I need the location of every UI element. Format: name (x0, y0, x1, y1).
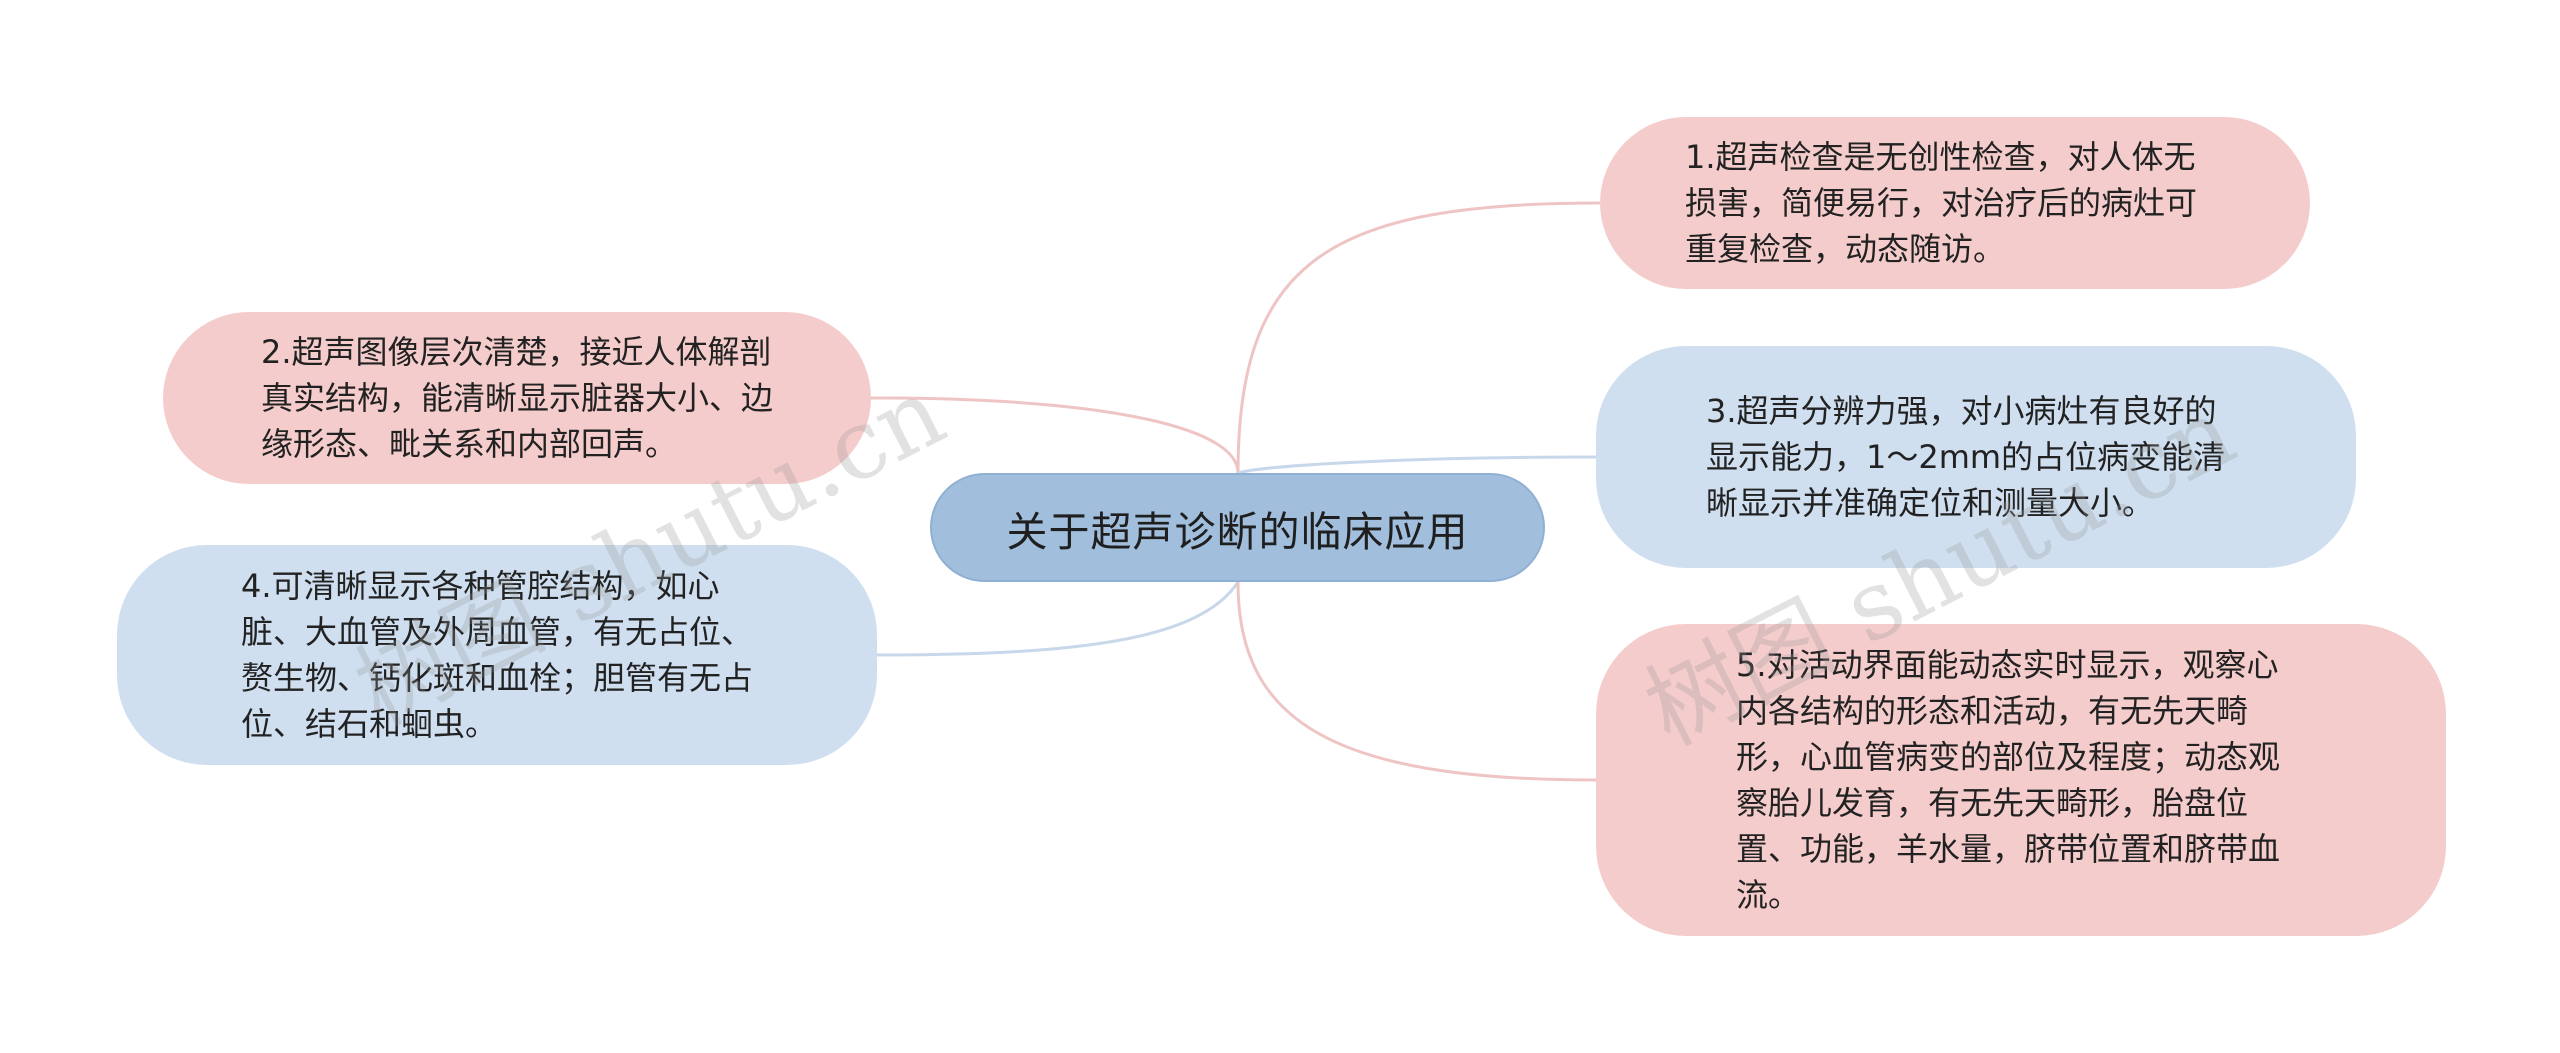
topic-2[interactable]: 2.超声图像层次清楚，接近人体解剖真实结构，能清晰显示脏器大小、边缘形态、毗关系… (163, 312, 871, 484)
topic-4[interactable]: 4.可清晰显示各种管腔结构，如心脏、大血管及外周血管，有无占位、赘生物、钙化斑和… (117, 545, 877, 765)
topic-4-label: 4.可清晰显示各种管腔结构，如心脏、大血管及外周血管，有无占位、赘生物、钙化斑和… (241, 567, 754, 743)
connector-root-to-topic-3 (1237, 455, 1597, 475)
topic-1-label: 1.超声检查是无创性检查，对人体无损害，简便易行，对治疗后的病灶可重复检查，动态… (1685, 138, 2198, 268)
connector-root-to-topic-5 (1236, 581, 1597, 782)
connector-root-to-topic-1 (1236, 201, 1601, 474)
topic-1[interactable]: 1.超声检查是无创性检查，对人体无损害，简便易行，对治疗后的病灶可重复检查，动态… (1600, 117, 2310, 289)
root-topic[interactable]: 关于超声诊断的临床应用 (930, 473, 1545, 582)
connector-root-to-topic-4 (876, 581, 1240, 657)
topic-5[interactable]: 5.对活动界面能动态实时显示，观察心内各结构的形态和活动，有无先天畸形，心血管病… (1596, 624, 2446, 936)
connector-root-to-topic-2 (870, 396, 1240, 474)
topic-3[interactable]: 3.超声分辨力强，对小病灶有良好的显示能力，1～2mm的占位病变能清晰显示并准确… (1596, 346, 2356, 568)
topic-5-label: 5.对活动界面能动态实时显示，观察心内各结构的形态和活动，有无先天畸形，心血管病… (1736, 646, 2281, 914)
root-topic-label: 关于超声诊断的临床应用 (1006, 507, 1469, 556)
topic-2-label: 2.超声图像层次清楚，接近人体解剖真实结构，能清晰显示脏器大小、边缘形态、毗关系… (261, 333, 774, 463)
topic-3-label: 3.超声分辨力强，对小病灶有良好的显示能力，1～2mm的占位病变能清晰显示并准确… (1706, 392, 2226, 522)
